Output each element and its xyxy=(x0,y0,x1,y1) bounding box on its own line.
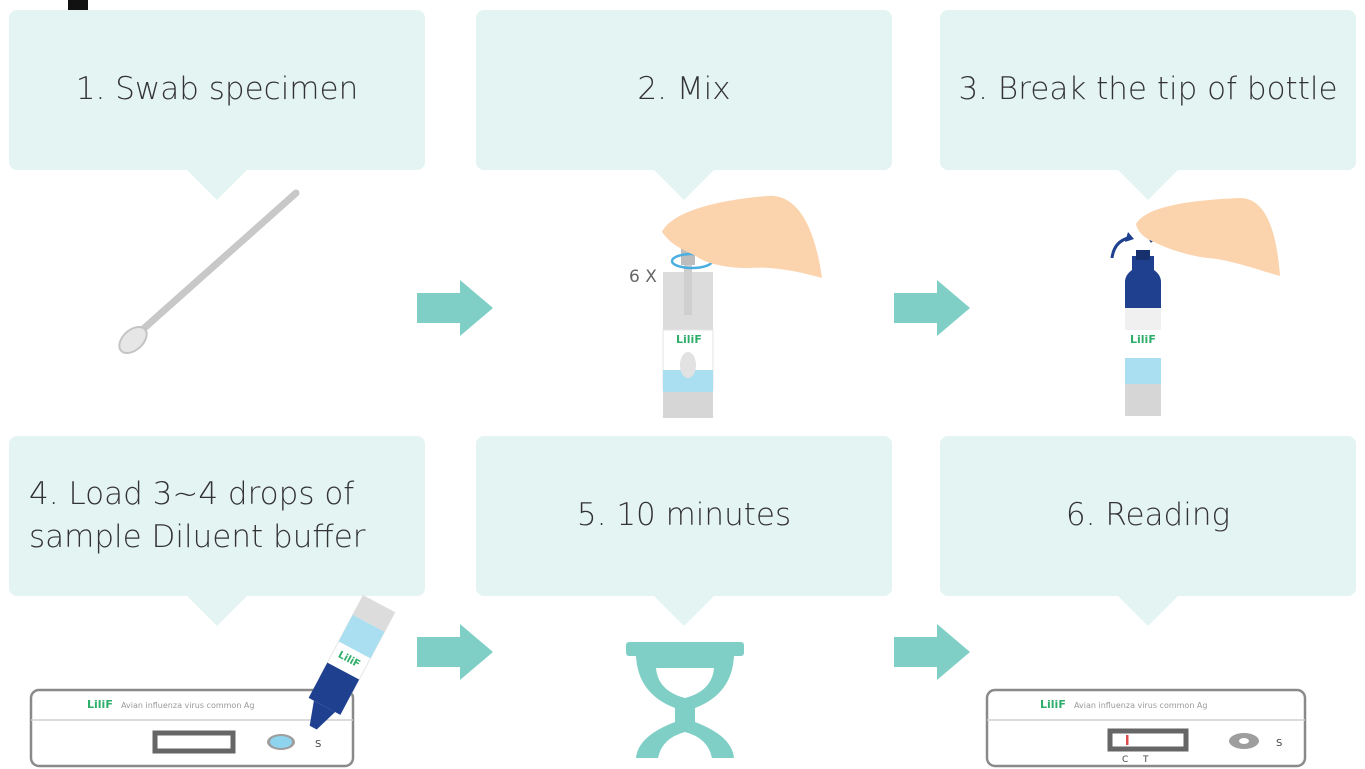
step-5-bubble-tail xyxy=(654,596,714,626)
step-3-number: 3. xyxy=(958,71,989,108)
break-tip-illustration: LiliF xyxy=(1110,198,1280,416)
step-4-label-line1: Load 3~4 drops of xyxy=(68,475,355,512)
step-2-bubble: 2. Mix xyxy=(476,10,892,170)
step-1-label: Swab specimen xyxy=(115,71,359,108)
control-line-label: C xyxy=(1122,755,1128,765)
step-6-bubble: 6. Reading xyxy=(940,436,1356,596)
hand-icon xyxy=(1136,198,1280,276)
tube-brand: LiliF xyxy=(676,333,702,346)
step-4-bubble: 4. Load 3~4 drops of sample Diluent buff… xyxy=(9,436,425,596)
dropper-bottle-icon: LiliF xyxy=(308,594,396,730)
arrow-right-icon xyxy=(417,624,493,680)
arrow-right-icon xyxy=(894,280,970,336)
sample-well-label: S xyxy=(315,739,321,750)
step-1: 1. Swab specimen xyxy=(9,10,425,410)
rotate-left-icon xyxy=(1110,236,1129,259)
tube-icon: LiliF xyxy=(662,215,717,418)
arrow-right-icon xyxy=(417,280,493,336)
step-1-bubble: 1. Swab specimen xyxy=(9,10,425,170)
bottle-brand: LiliF xyxy=(1130,333,1156,346)
mix-count: 6 X xyxy=(629,267,657,287)
step-2-label: Mix xyxy=(676,71,731,108)
step-4-bubble-tail xyxy=(187,596,247,626)
mix-illustration: LiliF 6 X xyxy=(629,195,822,418)
cassette-brand: LiliF xyxy=(87,698,113,711)
step-5-number: 5. xyxy=(576,497,607,534)
step-3-bubble: 3. Break the tip of bottle xyxy=(940,10,1356,170)
sample-well-label: S xyxy=(1276,738,1282,749)
test-cassette-icon: LiliF Avian influenza virus common Ag S xyxy=(29,688,355,768)
step-5-bubble: 5. 10 minutes xyxy=(476,436,892,596)
reading-illustration: LiliF Avian influenza virus common Ag C … xyxy=(985,688,1307,768)
step-4-label-line2: sample Diluent buffer xyxy=(29,519,366,555)
arrow-right-icon xyxy=(894,624,970,680)
step-2-number: 2. xyxy=(637,71,667,108)
step-2-bubble-tail xyxy=(654,170,714,200)
control-line-mark xyxy=(1126,735,1129,745)
cassette-product-name: Avian influenza virus common Ag xyxy=(1074,701,1207,710)
test-line-label: T xyxy=(1142,755,1149,765)
step-5-label: 10 minutes xyxy=(616,497,792,534)
step-6: 6. Reading LiliF Avian influenza virus c… xyxy=(940,436,1356,769)
load-drops-illustration: LiliF Avian influenza virus common Ag S … xyxy=(29,594,396,768)
step-6-number: 6. xyxy=(1065,497,1096,534)
step-4: 4. Load 3~4 drops of sample Diluent buff… xyxy=(9,436,425,769)
step-1-number: 1. xyxy=(75,71,106,108)
step-3-bubble-tail xyxy=(1118,170,1178,200)
bottle-icon: LiliF xyxy=(1125,250,1161,416)
step-5: 5. 10 minutes xyxy=(476,436,892,769)
hourglass-icon xyxy=(626,642,744,758)
step-3: 3. Break the tip of bottle LiliF xyxy=(940,10,1356,420)
step-4-number: 4. xyxy=(29,475,59,512)
step-6-bubble-tail xyxy=(1118,596,1178,626)
step-6-label: Reading xyxy=(1105,497,1231,534)
step-3-label: Break the tip of bottle xyxy=(997,71,1338,108)
step-1-bubble-tail xyxy=(187,170,247,200)
swab-icon xyxy=(118,189,300,355)
cassette-product-name: Avian influenza virus common Ag xyxy=(121,701,254,710)
step-2: 2. Mix LiliF 6 X xyxy=(476,10,892,420)
hand-icon xyxy=(662,195,822,278)
test-cassette-icon: LiliF Avian influenza virus common Ag C … xyxy=(985,688,1307,768)
cassette-brand: LiliF xyxy=(1040,698,1066,711)
